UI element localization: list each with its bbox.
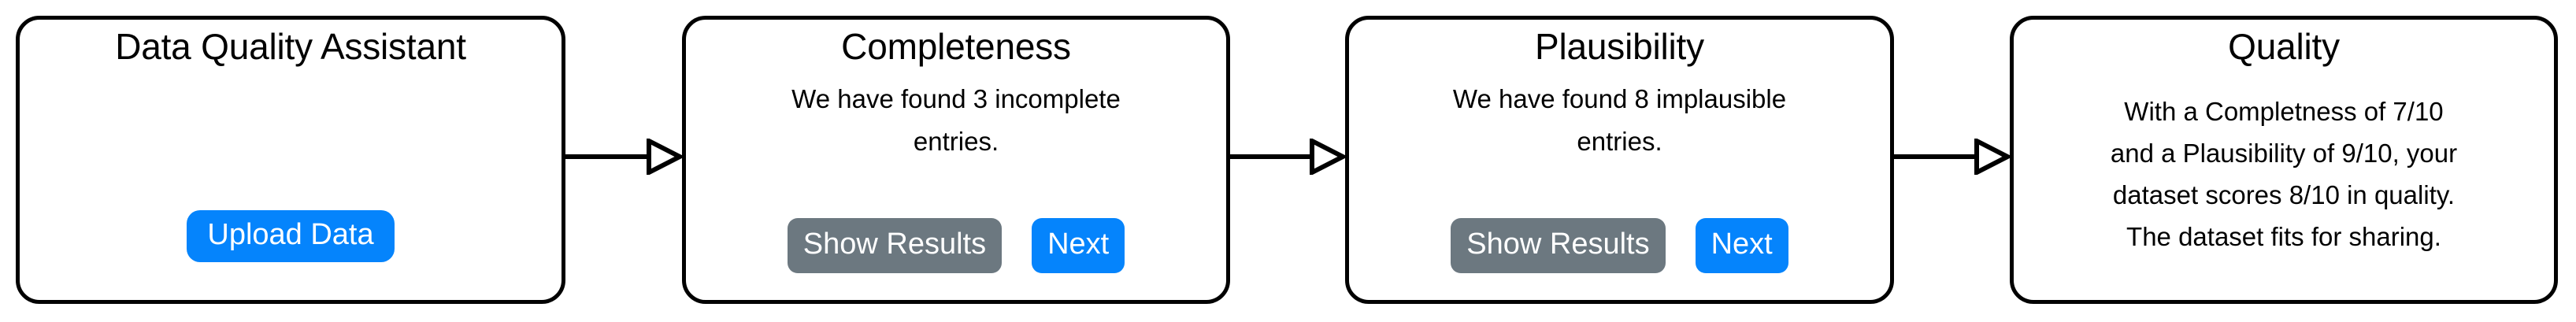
- card-button-row: Upload Data: [20, 210, 562, 262]
- body-line: The dataset fits for sharing.: [2126, 222, 2441, 251]
- card-completeness: Completeness We have found 3 incomplete …: [682, 16, 1230, 304]
- body-line: We have found 8 implausible: [1452, 84, 1787, 113]
- card-plausibility: Plausibility We have found 8 implausible…: [1345, 16, 1894, 304]
- upload-data-button[interactable]: Upload Data: [187, 210, 395, 262]
- card-title: Data Quality Assistant: [115, 26, 466, 67]
- body-line: We have found 3 incomplete: [791, 84, 1121, 113]
- card-title: Completeness: [841, 26, 1071, 67]
- body-line: dataset scores 8/10 in quality.: [2112, 180, 2456, 209]
- next-button[interactable]: Next: [1695, 218, 1788, 273]
- arrow-head-icon: [1309, 139, 1345, 175]
- card-assistant: Data Quality Assistant Upload Data: [16, 16, 565, 304]
- body-line: entries.: [1577, 127, 1662, 156]
- body-line: and a Plausibility of 9/10, your: [2110, 139, 2458, 168]
- connector-line: [1230, 154, 1317, 159]
- body-line: entries.: [913, 127, 999, 156]
- card-quality: Quality With a Completness of 7/10 and a…: [2010, 16, 2558, 304]
- card-button-row: Show Results Next: [686, 218, 1226, 273]
- arrow-head-icon: [1974, 139, 2010, 175]
- connector-assistant-to-completeness: [565, 139, 682, 175]
- body-line: With a Completness of 7/10: [2124, 97, 2444, 126]
- connector-plausibility-to-quality: [1894, 139, 2010, 175]
- connector-line: [1894, 154, 1981, 159]
- show-results-button[interactable]: Show Results: [787, 218, 1003, 273]
- arrow-head-icon: [646, 139, 682, 175]
- card-title: Quality: [2228, 26, 2340, 67]
- card-body: We have found 3 incomplete entries.: [791, 78, 1121, 163]
- connector-completeness-to-plausibility: [1230, 139, 1345, 175]
- card-body: We have found 8 implausible entries.: [1453, 78, 1786, 163]
- connector-line: [565, 154, 654, 159]
- card-title: Plausibility: [1535, 26, 1704, 67]
- next-button[interactable]: Next: [1032, 218, 1125, 273]
- card-body: With a Completness of 7/10 and a Plausib…: [2111, 91, 2457, 257]
- show-results-button[interactable]: Show Results: [1451, 218, 1666, 273]
- card-button-row: Show Results Next: [1349, 218, 1890, 273]
